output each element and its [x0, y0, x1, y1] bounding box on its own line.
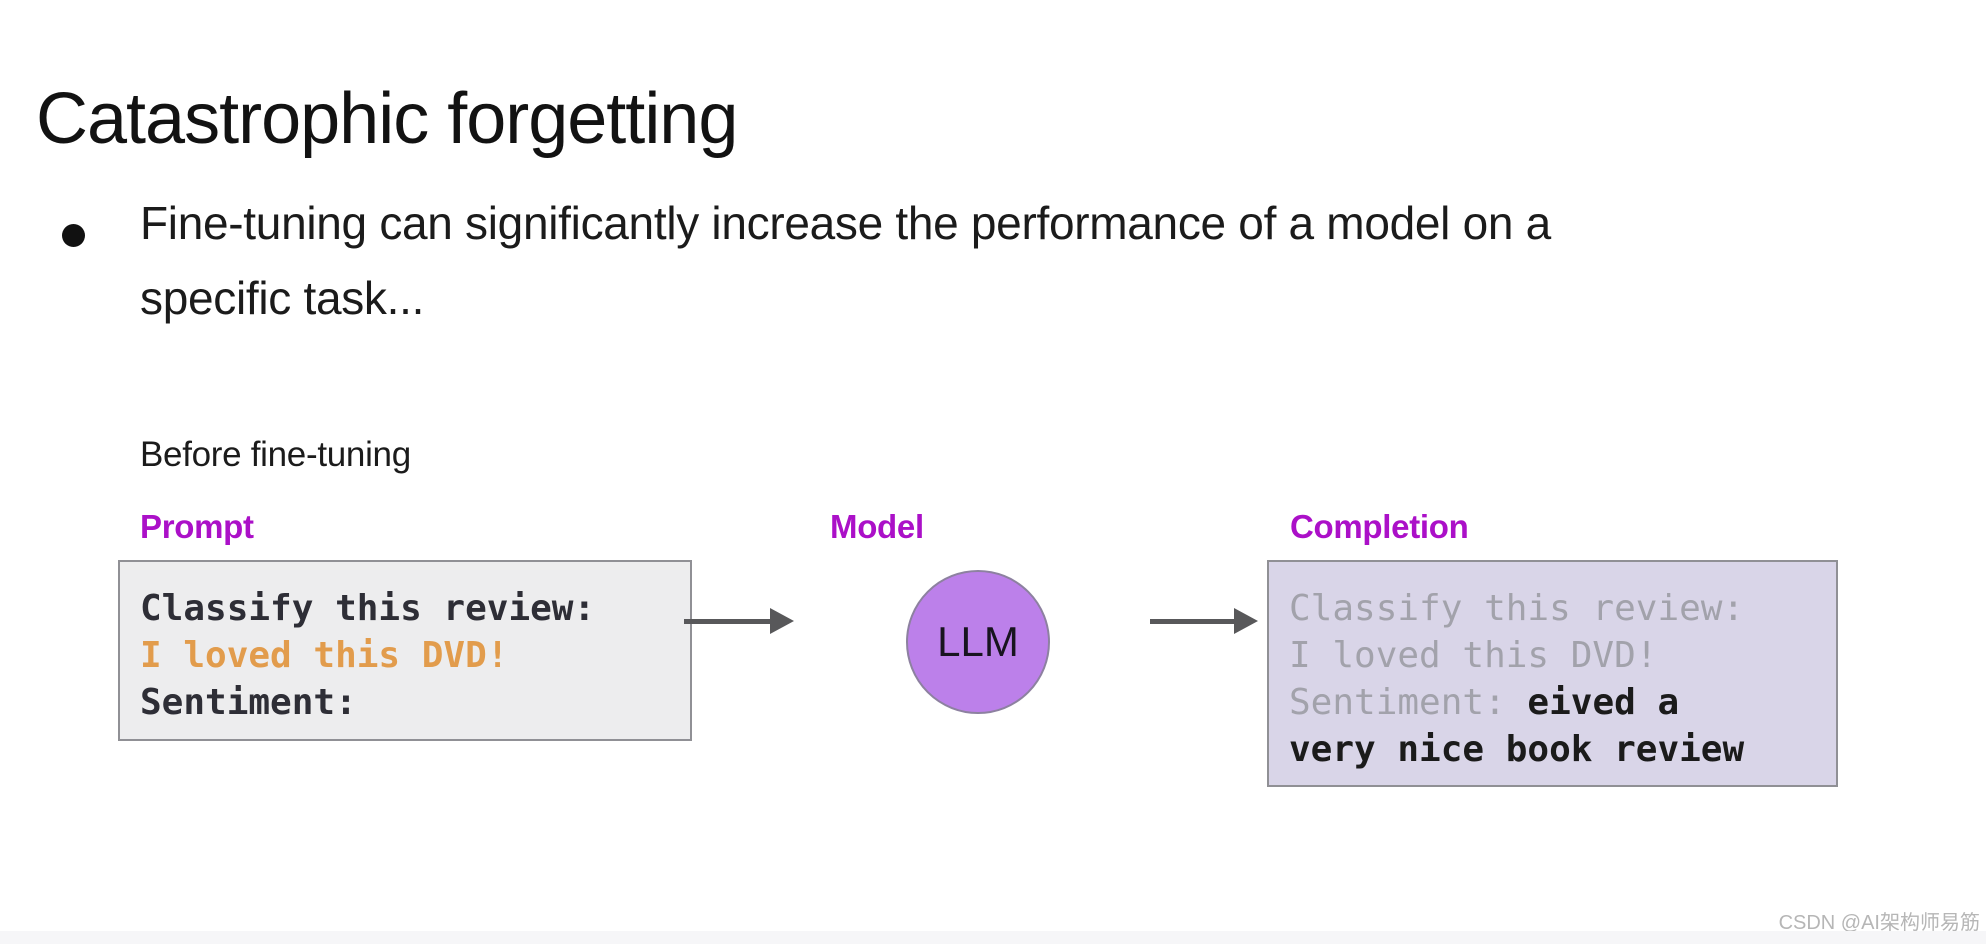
bullet-text-line2: specific task... — [140, 272, 425, 324]
completion-box: Classify this review: I loved this DVD! … — [1267, 560, 1838, 787]
bullet-text: Fine-tuning can significantly increase t… — [140, 186, 1900, 336]
completion-line-3: Sentiment: eived a — [1289, 679, 1816, 726]
prompt-line-1: Classify this review: — [140, 588, 596, 629]
completion-line-1: Classify this review: — [1289, 588, 1745, 629]
arrow-prompt-to-model-head — [770, 608, 794, 634]
arrow-model-to-completion-head — [1234, 608, 1258, 634]
completion-line-2: I loved this DVD! — [1289, 635, 1658, 676]
slide-title: Catastrophic forgetting — [36, 79, 738, 160]
prompt-box: Classify this review: I loved this DVD! … — [118, 560, 692, 741]
arrow-prompt-to-model — [684, 619, 770, 624]
model-label: Model — [830, 508, 924, 545]
bullet-icon — [62, 224, 85, 247]
llm-node-text: LLM — [937, 618, 1019, 665]
completion-line-3-echo: Sentiment: — [1289, 682, 1528, 723]
completion-line-3-generated: eived a — [1527, 682, 1680, 723]
watermark: CSDN @AI架构师易筋 — [1778, 912, 1980, 934]
llm-model-node: LLM — [906, 570, 1050, 714]
stage-label: Before fine-tuning — [140, 435, 411, 474]
arrow-model-to-completion — [1150, 619, 1234, 624]
completion-line-4: very nice book review — [1289, 729, 1745, 770]
bottom-edge-strip — [0, 931, 1986, 944]
bullet-text-line1: Fine-tuning can significantly increase t… — [140, 197, 1551, 249]
prompt-label: Prompt — [140, 508, 254, 545]
prompt-line-3: Sentiment: — [140, 682, 357, 723]
completion-label: Completion — [1290, 508, 1469, 545]
prompt-line-2: I loved this DVD! — [140, 635, 509, 676]
